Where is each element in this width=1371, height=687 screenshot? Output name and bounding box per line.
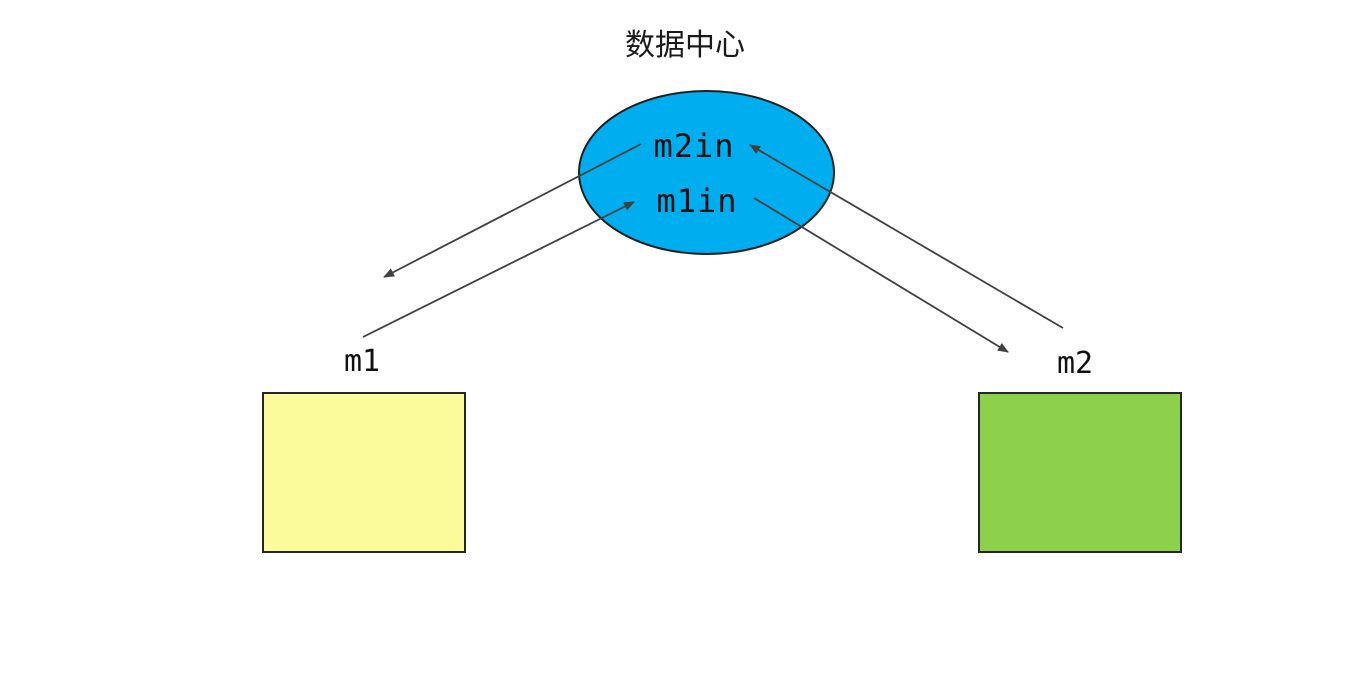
node-box-m2[interactable] — [978, 392, 1182, 553]
arrow-m2-to-m2in[interactable] — [749, 144, 1064, 329]
node-label-m2: m2 — [1056, 346, 1094, 381]
arrow-m1in-to-m2[interactable] — [753, 197, 1009, 353]
port-label-m2in: m2in — [653, 127, 735, 165]
arrow-m2in-to-m1[interactable] — [383, 143, 642, 278]
data-center-ellipse[interactable] — [578, 90, 835, 255]
node-box-m1[interactable] — [262, 392, 466, 553]
diagram-title: 数据中心 — [625, 29, 745, 62]
port-label-m1in: m1in — [656, 182, 738, 220]
arrow-m1-to-m1in[interactable] — [362, 201, 635, 338]
node-label-m1: m1 — [343, 344, 381, 379]
